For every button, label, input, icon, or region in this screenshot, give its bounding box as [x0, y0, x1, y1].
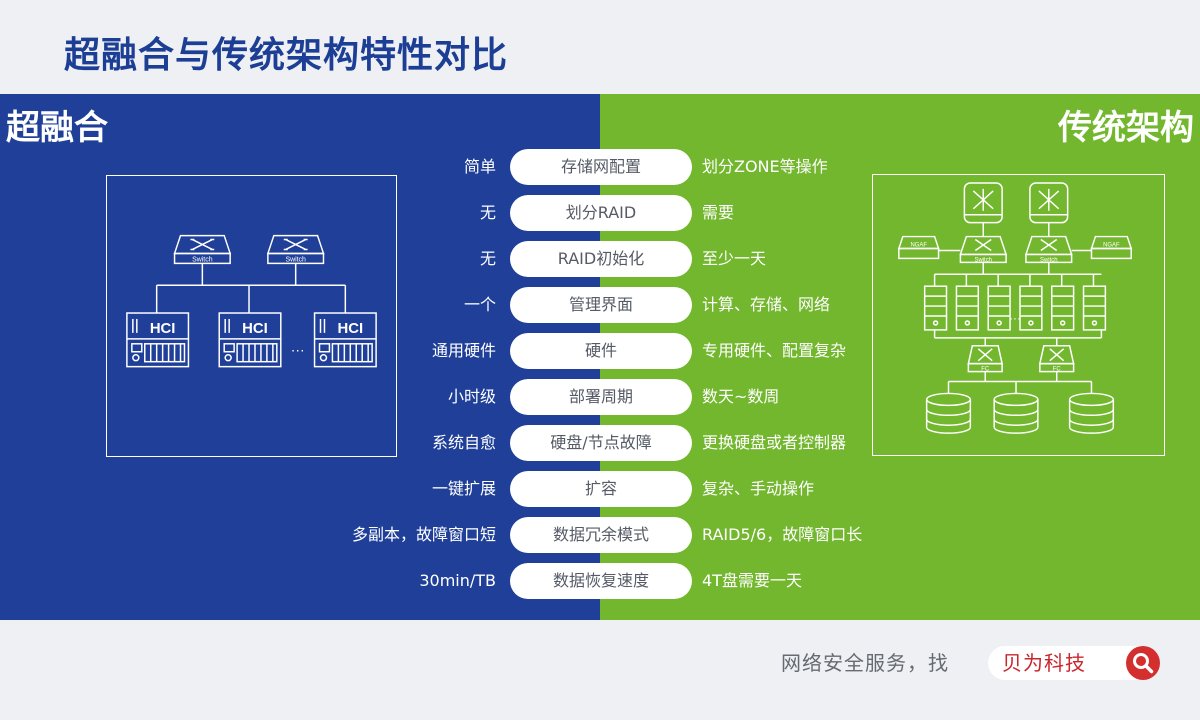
hci-value: 无: [479, 249, 496, 268]
fc-label: FC: [1053, 367, 1062, 373]
firewall-label: NGAF: [910, 242, 927, 248]
page-title: 超融合与传统架构特性对比: [64, 35, 509, 76]
hci-value: 一键扩展: [431, 479, 496, 498]
brand-search-box[interactable]: 贝为科技: [988, 646, 1160, 680]
hci-value: 无: [479, 203, 496, 222]
brand-name: 贝为科技: [1002, 651, 1086, 675]
hci-node-label: HCI: [337, 321, 363, 337]
hci-value: 小时级: [447, 387, 496, 406]
header: 超融合与传统架构特性对比: [0, 0, 1200, 94]
fc-switch-icon: [1038, 345, 1075, 373]
switch-label: Switch: [285, 256, 306, 263]
storage-icon: [925, 392, 972, 434]
ellipsis: ···: [1009, 311, 1021, 325]
comparison-row: 一个 管理界面 计算、存储、网络: [0, 287, 1200, 323]
comparison-row: 简单 存储网配置 划分ZONE等操作: [0, 149, 1200, 185]
hci-value: 通用硬件: [431, 341, 496, 360]
traditional-value: 计算、存储、网络: [702, 295, 831, 314]
storage-icon: [1068, 392, 1115, 434]
traditional-value: 更换硬盘或者控制器: [702, 433, 847, 452]
switch-label: Switch: [192, 256, 213, 263]
storage-icon: [993, 392, 1039, 434]
hci-node-icon: [126, 312, 190, 368]
hci-value: 简单: [463, 157, 496, 176]
server-icon: [923, 285, 948, 331]
server-icon: [1082, 285, 1107, 331]
traditional-value: 数天~数周: [702, 387, 780, 406]
hci-heading: 超融合: [6, 108, 108, 148]
search-icon: [1133, 653, 1154, 674]
switch-label: Switch: [975, 257, 993, 263]
comparison-row: 无 划分RAID 需要: [0, 195, 1200, 231]
hci-panel: [0, 94, 600, 620]
firewall-label: NGAF: [1103, 242, 1120, 248]
comparison-row: 系统自愈 硬盘/节点故障 更换硬盘或者控制器: [0, 425, 1200, 461]
traditional-value: 4T盘需要一天: [702, 571, 802, 590]
hci-node-label: HCI: [150, 321, 176, 337]
firewall-icon: [897, 235, 940, 260]
comparison-row: 小时级 部署周期 数天~数周: [0, 379, 1200, 415]
hci-node-label: HCI: [242, 321, 268, 337]
traditional-heading: 传统架构: [1058, 108, 1194, 148]
hci-value: 30min/TB: [419, 571, 496, 590]
firewall-icon: [1090, 235, 1133, 260]
feature-label: 划分RAID: [510, 195, 692, 231]
hci-topology-diagram: Switch Switch HCI HCI HCI ···: [126, 234, 377, 368]
traditional-value: 需要: [702, 203, 735, 222]
feature-label: 部署周期: [510, 379, 692, 415]
server-icon: [955, 285, 980, 331]
comparison-row: 30min/TB 数据恢复速度 4T盘需要一天: [0, 563, 1200, 599]
feature-label: 硬件: [510, 333, 692, 369]
traditional-value: 专用硬件、配置复杂: [702, 341, 847, 360]
core-switch-icon: [1029, 182, 1069, 224]
fc-switch-icon: [967, 345, 1004, 373]
feature-label: 硬盘/节点故障: [510, 425, 692, 461]
traditional-value: 至少一天: [702, 249, 767, 268]
comparison-row: 多副本，故障窗口短 数据冗余模式 RAID5/6，故障窗口长: [0, 517, 1200, 553]
server-icon: [1051, 285, 1075, 331]
hci-node-icon: [313, 312, 377, 368]
hci-node-icon: [218, 312, 282, 368]
hci-diagram: Switch Switch HCI HCI HCI ···: [106, 175, 397, 457]
feature-label: RAID初始化: [510, 241, 692, 277]
footer-text: 网络安全服务，找: [781, 651, 949, 675]
server-icon: [1019, 285, 1043, 331]
server-icon: [987, 285, 1011, 331]
hci-value: 系统自愈: [431, 433, 496, 452]
traditional-diagram: NGAF NGAF Switch Switch FC FC ···: [872, 174, 1165, 456]
feature-label: 数据恢复速度: [510, 563, 692, 599]
traditional-value: RAID5/6，故障窗口长: [702, 525, 863, 544]
ellipsis: ···: [291, 342, 305, 358]
switch-label: Switch: [1040, 257, 1058, 263]
fc-label: FC: [981, 367, 990, 373]
comparison-row: 一键扩展 扩容 复杂、手动操作: [0, 471, 1200, 507]
comparison-row: 无 RAID初始化 至少一天: [0, 241, 1200, 277]
traditional-panel: [600, 94, 1200, 620]
comparison-row: 通用硬件 硬件 专用硬件、配置复杂: [0, 333, 1200, 369]
traditional-value: 复杂、手动操作: [702, 479, 815, 498]
hci-value: 一个: [463, 295, 496, 314]
search-button[interactable]: [1126, 646, 1160, 680]
hci-value: 多副本，故障窗口短: [351, 525, 496, 544]
feature-label: 扩容: [510, 471, 692, 507]
feature-label: 管理界面: [510, 287, 692, 323]
traditional-value: 划分ZONE等操作: [702, 157, 828, 176]
feature-label: 存储网配置: [510, 149, 692, 185]
traditional-topology-diagram: NGAF NGAF Switch Switch FC FC ···: [897, 182, 1133, 434]
feature-label: 数据冗余模式: [510, 517, 692, 553]
